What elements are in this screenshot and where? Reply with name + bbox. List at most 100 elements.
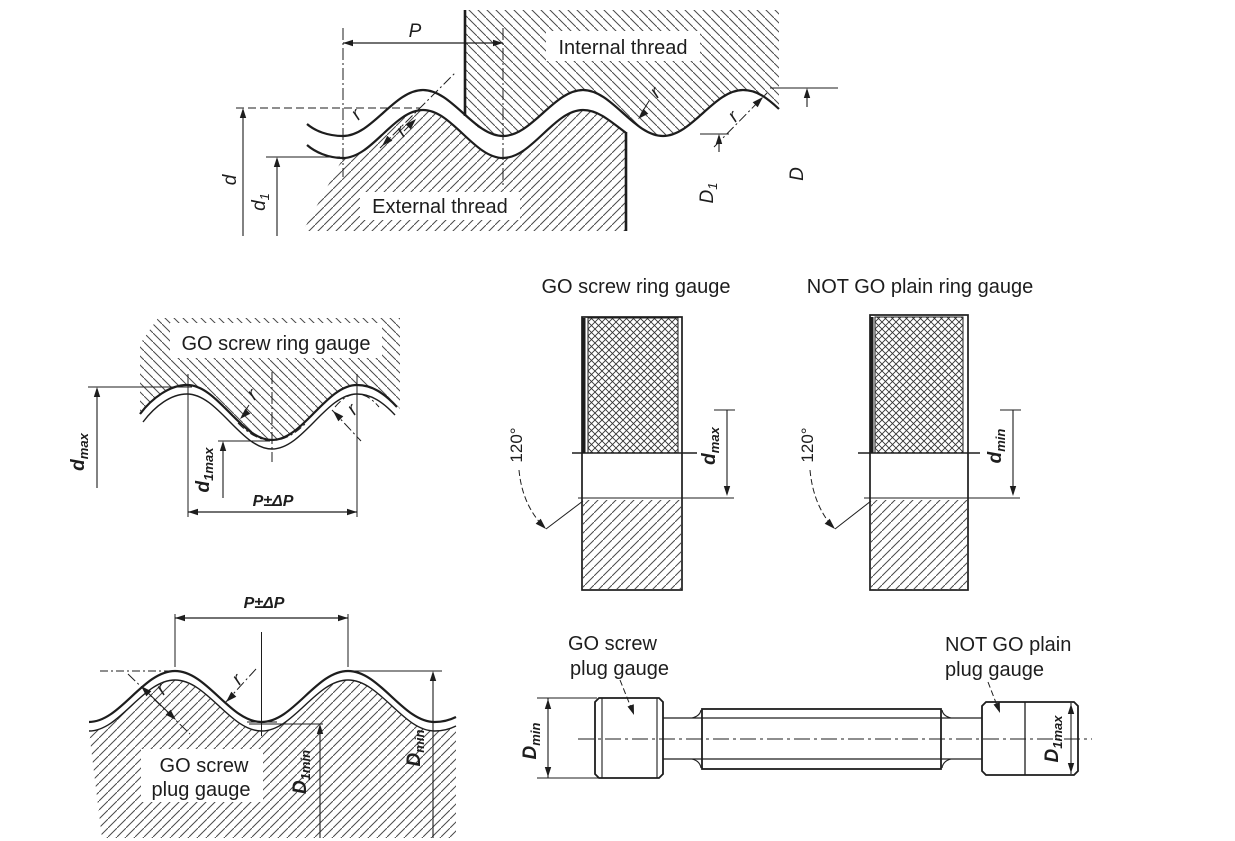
arrowhead: [627, 704, 634, 715]
go-plug-body: [594, 697, 664, 779]
arrowhead: [803, 88, 811, 98]
go-plug-label-line2: plug gauge: [570, 658, 669, 680]
arrowhead: [752, 97, 763, 108]
arrowhead: [343, 39, 353, 47]
radius-label: r: [347, 105, 367, 125]
pitch-tolerance-label: P±ΔP: [244, 595, 285, 612]
pitch-label: P: [409, 21, 422, 42]
D1min-label: D1min: [290, 750, 313, 794]
handle: [701, 708, 942, 770]
notgo-plug-label-line1: NOT GO plain: [945, 634, 1071, 656]
arrowhead: [338, 614, 348, 622]
D-label: D: [787, 167, 808, 181]
arrowhead: [219, 441, 227, 451]
arrowhead: [93, 387, 101, 397]
knurled-section: [874, 316, 964, 454]
go-ring-gauge-title: GO screw ring gauge: [542, 276, 731, 298]
d1-label: d1: [249, 193, 272, 211]
arrowhead: [493, 39, 503, 47]
d1-dimension: d1: [249, 156, 340, 236]
arrowhead: [165, 709, 176, 720]
arrowhead: [347, 508, 357, 516]
internal-thread-profile-curve: [306, 88, 780, 138]
go-plug-label-line1: GO screw: [568, 633, 657, 655]
Dmin-label: Dmin: [520, 723, 543, 760]
internal-thread-label: Internal thread: [559, 37, 688, 59]
arrowhead: [993, 702, 1000, 713]
arrowhead: [429, 671, 437, 681]
radius-label: r: [343, 400, 363, 420]
plug-gauge-assembly: GO screw plug gauge NOT GO plain plug ga…: [520, 633, 1092, 779]
notgo-ring-gauge-title: NOT GO plain ring gauge: [807, 276, 1033, 298]
arrowhead: [273, 157, 281, 167]
d1max-dimension: d1max: [193, 440, 270, 498]
d1max-label: d1max: [193, 447, 216, 493]
go-plug-gauge-thread-detail: GO screw plug gauge P±ΔP D1min Dmin: [88, 595, 457, 838]
plug-detail-title-line2: plug gauge: [152, 779, 251, 801]
go-ring-gauge-thread-detail: GO screw ring gauge dmax d1max P±ΔP r: [68, 318, 400, 517]
radius-label: r: [724, 107, 744, 127]
D-dimension: D: [770, 87, 838, 181]
arrowhead: [405, 119, 416, 130]
go-plug-leader: [619, 679, 634, 715]
arrowhead: [316, 724, 324, 734]
arrowhead: [1067, 704, 1075, 714]
dmax-label: dmax: [699, 426, 722, 464]
arrowhead: [188, 508, 198, 516]
neck-fillet: [691, 709, 952, 769]
D1min-dimension: D1min: [249, 723, 324, 838]
pitch-tolerance-dimension: P±ΔP: [174, 595, 349, 667]
arrowhead: [544, 699, 552, 709]
arrowhead: [535, 518, 546, 529]
plug-detail-title-line1: GO screw: [160, 755, 249, 777]
thread-centerlines: [342, 28, 504, 188]
arrowhead: [638, 108, 649, 119]
arrowhead: [382, 135, 393, 146]
D1max-label: D1max: [1042, 715, 1065, 763]
Dmin-dimension: Dmin: [350, 670, 442, 838]
arrowhead: [1067, 763, 1075, 773]
chamfer-angle-label: 120°: [507, 427, 526, 462]
dmax-dimension: dmax: [68, 386, 192, 488]
external-thread-label: External thread: [372, 196, 508, 218]
dmax-label: dmax: [68, 432, 91, 470]
arrowhead: [141, 686, 152, 697]
knurled-section: [587, 317, 679, 454]
D1-dimension: D1: [697, 133, 729, 204]
pitch-dimension: P: [343, 21, 503, 47]
internal-thread-section: [463, 10, 779, 136]
notgo-ring-gauge: NOT GO plain ring gauge 120° dmin: [798, 276, 1033, 591]
pitch-tolerance-label: P±ΔP: [253, 493, 294, 510]
plug-thread-profile-outer: [88, 669, 457, 724]
thread-profile-diagram: Internal thread External thread P d d1: [220, 10, 838, 236]
ring-detail-title-box: [170, 323, 382, 358]
arrowhead: [239, 108, 247, 118]
Dmin-label: Dmin: [404, 730, 427, 767]
internal-thread-hatch-region: [465, 10, 779, 136]
ring-detail-title: GO screw ring gauge: [182, 333, 371, 355]
d-dimension: d: [220, 107, 420, 236]
Dmin-dimension: Dmin: [520, 697, 600, 779]
arrowhead: [715, 134, 723, 144]
hatched-section: [871, 500, 967, 590]
arrowhead: [544, 767, 552, 777]
dmin-dimension: dmin: [985, 409, 1021, 496]
notgo-plug-body: [981, 701, 1079, 776]
dmin-label: dmin: [985, 429, 1008, 464]
chamfer-angle-label: 120°: [798, 427, 817, 462]
go-ring-gauge: GO screw ring gauge 120° dmax: [507, 276, 735, 591]
dmax-dimension: dmax: [699, 409, 735, 496]
arrowhead: [824, 518, 835, 529]
notgo-plug-leader: [987, 681, 1000, 713]
hatched-section: [583, 500, 681, 589]
arrowhead: [226, 691, 237, 702]
radius-label: r: [228, 670, 248, 690]
chamfer-angle-callout: 120°: [507, 427, 584, 530]
D1-label: D1: [697, 183, 720, 204]
chamfer-angle-callout: 120°: [798, 427, 872, 530]
external-thread-label-box: [360, 192, 520, 220]
arrowhead: [723, 486, 731, 496]
d-label: d: [220, 173, 241, 185]
